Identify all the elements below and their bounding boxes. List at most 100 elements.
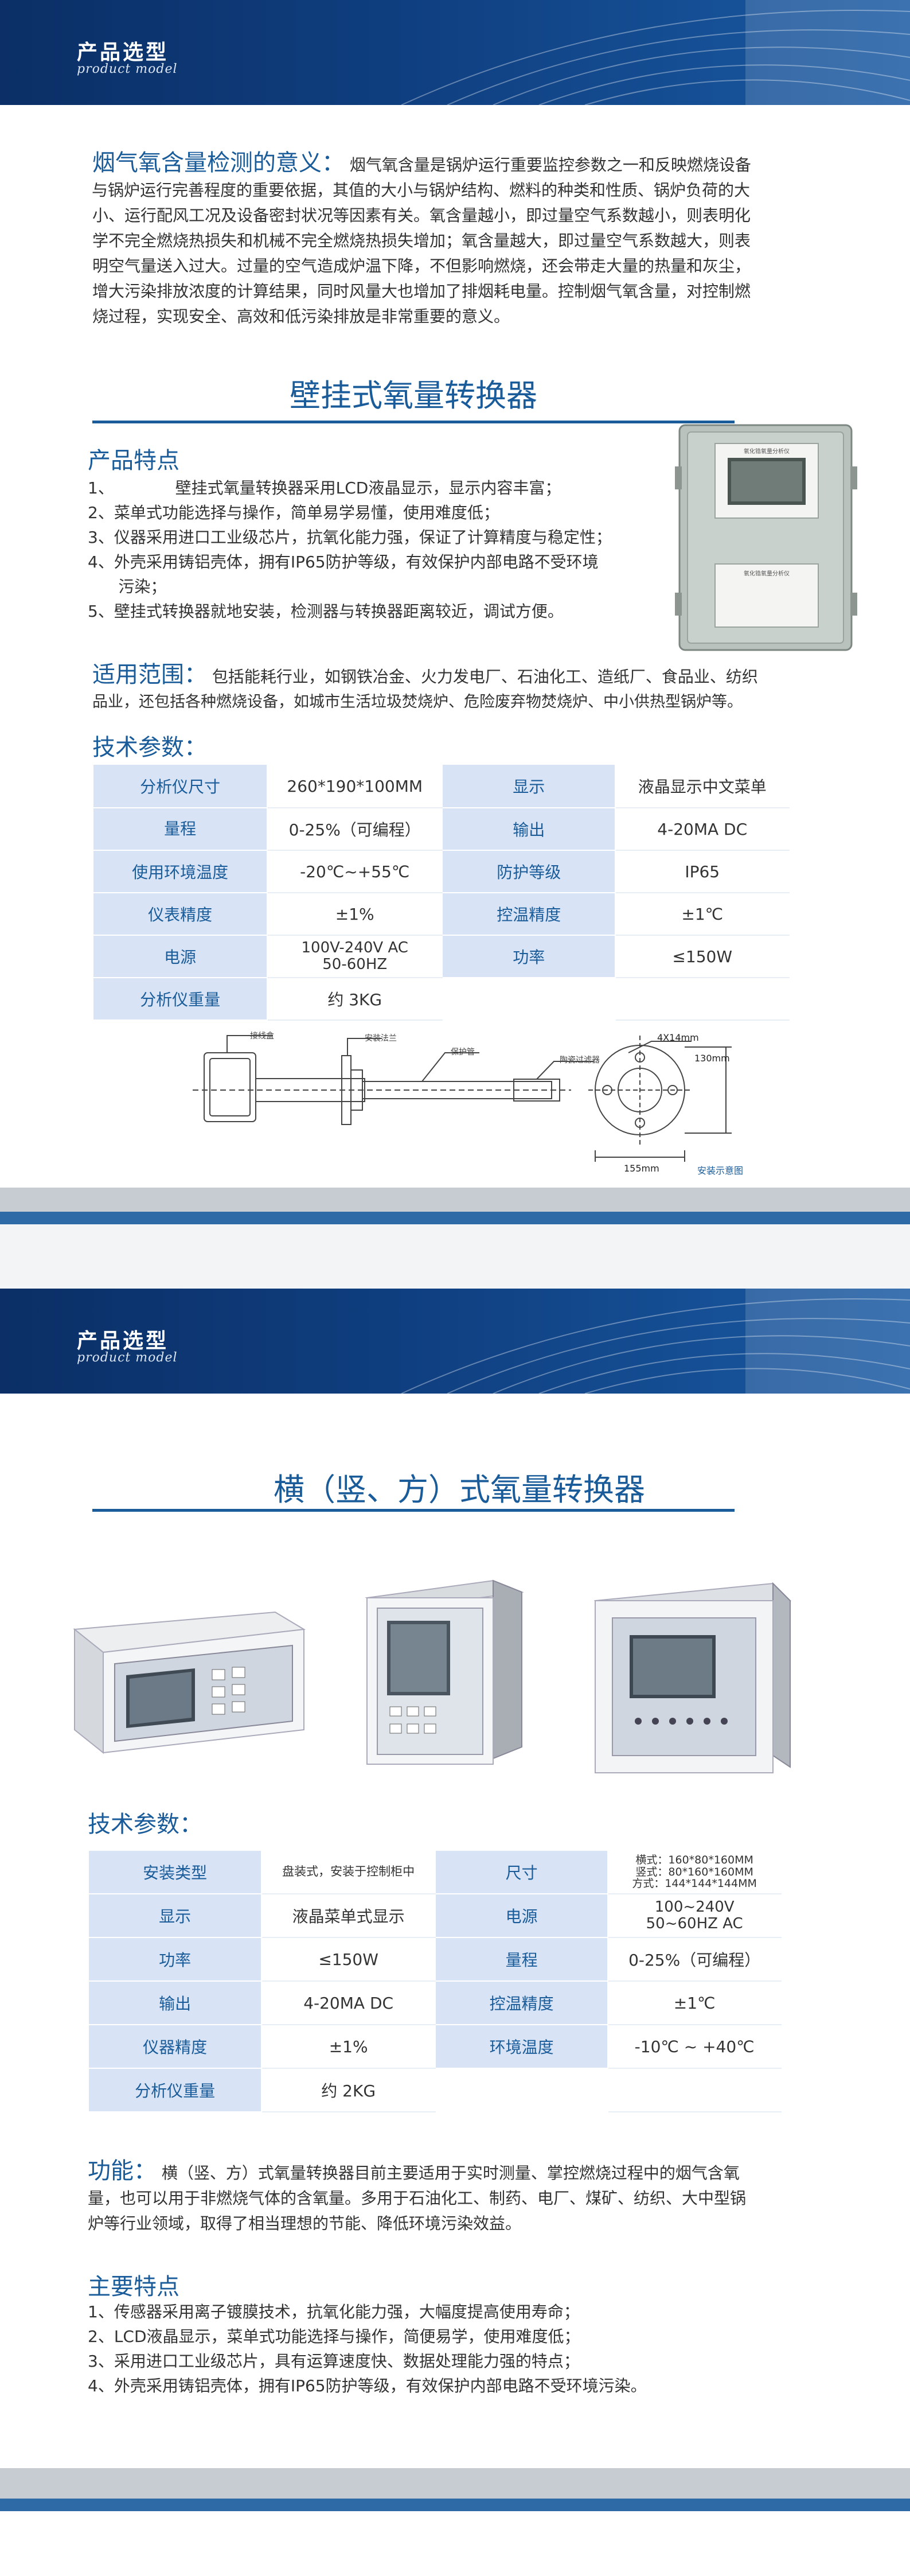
spec-label: [434, 2068, 609, 2112]
spec-value: -10℃ ~ +40℃: [607, 2024, 782, 2069]
table-row: 安装类型盘装式，安装于控制柜中尺寸横式：160*80*160MM 竖式：80*1…: [87, 1850, 782, 1894]
spec-value: ±1℃: [607, 1980, 782, 2025]
spec-label: 安装类型: [87, 1850, 263, 1894]
horiz-features-heading: 主要特点: [88, 2274, 179, 2300]
significance-line: 小、运行配风工况及设备密封状况等因素有关。氧含量越小，即过量空气系数越小，则表明…: [92, 206, 751, 225]
horiz-function-section: 功能： 横（竖、方）式氧量转换器目前主要适用于实时测量、掌控燃烧过程中的烟气含氧…: [88, 2158, 833, 2236]
banner-title: 产品选型: [77, 40, 169, 64]
significance-section: 烟气氧含量检测的意义： 烟气氧含量是锅炉运行重要监控参数之一和反映燃烧设备 与锅…: [92, 150, 838, 329]
scope-text: 包括能耗行业，如钢铁冶金、火力发电厂、石油化工、造纸厂、食品业、纺织: [212, 667, 758, 686]
significance-line: 与锅炉运行完善程度的重要依据，其值的大小与锅炉结构、燃料的种类和性质、锅炉负荷的…: [92, 181, 751, 200]
spec-label: 控温精度: [442, 892, 616, 936]
footer-stripe: [0, 2499, 910, 2511]
significance-line: 明空气量送入过大。过量的空气造成炉温下降，不但影响燃烧，还会带走大量的热量和灰尘…: [92, 256, 751, 275]
spec-label: 显示: [87, 1893, 263, 1938]
banner-header: 产品选型 product model: [0, 0, 910, 105]
spec-value: ±1℃: [615, 892, 790, 936]
spec-value: 约 3KG: [267, 977, 443, 1021]
wall-scope-section: 适用范围： 包括能耗行业，如钢铁冶金、火力发电厂、石油化工、造纸厂、食品业、纺织…: [92, 662, 855, 715]
spec-value: ±1%: [267, 892, 443, 936]
diagram-label: 陶瓷过滤器: [560, 1056, 600, 1065]
table-row: 仪表精度±1%控温精度±1℃: [92, 892, 790, 936]
spec-value: [615, 977, 790, 1021]
spec-label: 功率: [87, 1937, 263, 1982]
banner-decoration: [401, 0, 910, 105]
banner-title: 产品选型: [77, 1329, 169, 1353]
spec-label: 尺寸: [434, 1850, 609, 1894]
spec-label: 环境温度: [434, 2024, 609, 2069]
spec-label: 分析仪重量: [87, 2068, 263, 2112]
table-row: 分析仪重量约 3KG: [92, 977, 790, 1021]
spec-value: [607, 2068, 782, 2112]
list-item: 3、仪器采用进口工业级芯片，抗氧化能力强，保证了计算精度与稳定性；: [88, 528, 612, 547]
title-underline: [92, 1509, 735, 1512]
spec-value: 100V-240V AC 50-60HZ: [267, 935, 443, 978]
horiz-features-list: 1、传感器采用离子镀膜技术，抗氧化能力强，大幅度提高使用寿命； 2、LCD液晶显…: [88, 2299, 833, 2398]
spec-value: 4-20MA DC: [261, 1980, 436, 2025]
horiz-product-title: 横（竖、方）式氧量转换器: [274, 1472, 645, 1508]
spec-label: 仪器精度: [87, 2024, 263, 2069]
diagram-caption: 安装示意图: [697, 1165, 744, 1176]
spec-value: -20℃~+55℃: [267, 850, 443, 893]
page-bottom-space: [0, 2511, 910, 2576]
spec-label: 使用环境温度: [92, 850, 268, 893]
diagram-dimension: 4X14mm: [657, 1032, 699, 1043]
spec-value: ≤150W: [261, 1937, 436, 1982]
footer-stripe: [0, 1212, 910, 1224]
function-text: 横（竖、方）式氧量转换器目前主要适用于实时测量、掌控燃烧过程中的烟气含氧: [161, 2163, 740, 2182]
significance-line: 学不完全燃烧热损失和机械不完全燃烧热损失增加；氧含量越大，即过量空气系数越大，则…: [92, 231, 751, 250]
installation-diagram: 接线盒 安装法兰 保护管 陶瓷过滤器 4X14mm 130mm 155mm 安装…: [193, 1030, 746, 1179]
list-item: 3、采用进口工业级芯片，具有运算速度快、数据处理能力强的特点；: [88, 2352, 580, 2371]
spec-label: 分析仪重量: [92, 977, 268, 1021]
square-device-image: [584, 1578, 802, 1784]
diagram-label: 安装法兰: [365, 1034, 397, 1043]
device-label: 氧化锆氧量分析仪: [744, 571, 790, 577]
list-item: 5、壁挂式转换器就地安装，检测器与转换器距离较近，调试方便。: [88, 602, 564, 621]
spec-label: 输出: [442, 807, 616, 851]
page-footer-bar: [0, 2468, 910, 2511]
spec-label: 功率: [442, 935, 616, 978]
spec-label: 防护等级: [442, 850, 616, 893]
page-separator: [0, 1224, 910, 1289]
page-footer-bar: [0, 1188, 910, 1224]
diagram-label: 保护管: [451, 1048, 475, 1057]
wall-tech-heading: 技术参数：: [92, 734, 207, 761]
spec-value: 260*190*100MM: [267, 764, 443, 808]
diagram-dimension: 130mm: [694, 1053, 730, 1064]
spec-value: 0-25%（可编程）: [607, 1937, 782, 1982]
spec-value: 约 2KG: [261, 2068, 436, 2112]
horiz-spec-table: 安装类型盘装式，安装于控制柜中尺寸横式：160*80*160MM 竖式：80*1…: [87, 1850, 782, 2112]
spec-value: 液晶显示中文菜单: [615, 764, 790, 808]
banner-subtitle: product model: [77, 62, 178, 76]
spec-value: ≤150W: [615, 935, 790, 978]
spec-label: 输出: [87, 1980, 263, 2025]
device-label: 氧化锆氧量分析仪: [744, 449, 790, 455]
banner-subtitle: product model: [77, 1351, 178, 1365]
spec-value: IP65: [615, 850, 790, 893]
spec-value: 液晶菜单式显示: [261, 1893, 436, 1938]
horiz-tech-heading: 技术参数：: [88, 1811, 202, 1838]
banner-decoration: [401, 1289, 910, 1394]
banner-header: 产品选型 product model: [0, 1289, 910, 1394]
significance-line: 增大污染排放浓度的计算结果，同时风量大也增加了排烟耗电量。控制烟气氧含量，对控制…: [92, 282, 751, 301]
spec-label: 显示: [442, 764, 616, 808]
spec-label: 仪表精度: [92, 892, 268, 936]
spec-value: 4-20MA DC: [615, 807, 790, 851]
significance-line: 烟气氧含量是锅炉运行重要监控参数之一和反映燃烧设备: [349, 155, 751, 174]
spec-value: 0-25%（可编程）: [267, 807, 443, 851]
horizontal-device-image: [69, 1606, 310, 1761]
wall-features-list: 1、 壁挂式氧量转换器采用LCD液晶显示，显示内容丰富； 2、菜单式功能选择与操…: [88, 476, 678, 624]
wall-product-title: 壁挂式氧量转换器: [290, 378, 537, 414]
table-row: 仪器精度±1%环境温度-10℃ ~ +40℃: [87, 2024, 782, 2069]
vertical-device-image: [356, 1575, 528, 1787]
significance-heading: 烟气氧含量检测的意义：: [92, 150, 345, 176]
table-row: 分析仪重量约 2KG: [87, 2068, 782, 2112]
wall-device-image: 氧化锆氧量分析仪 氧化锆氧量分析仪: [675, 421, 862, 654]
function-text: 量，也可以用于非燃烧气体的含氧量。多用于石油化工、制药、电厂、煤矿、纺织、大中型…: [88, 2189, 747, 2208]
